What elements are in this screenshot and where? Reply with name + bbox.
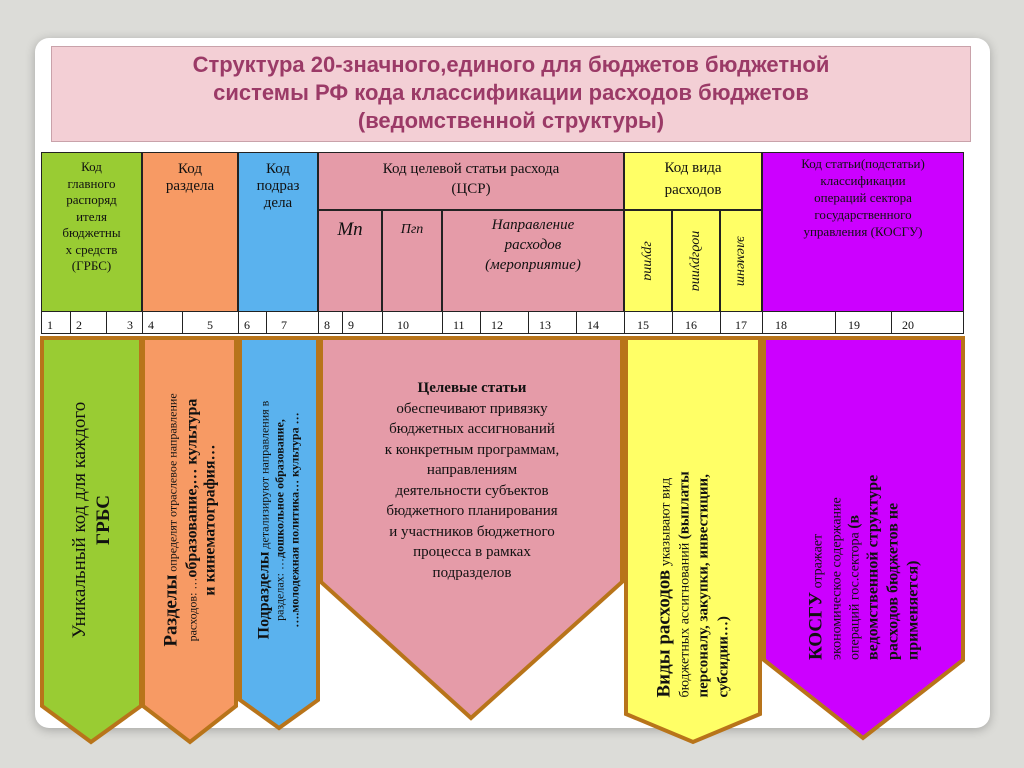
digit-number: 19 (835, 312, 891, 334)
digit-number: 3 (106, 312, 142, 334)
arrow-kosgu-text: КОСГУ отражает экономическое содержание … (805, 474, 921, 660)
header-grbs: Код главного распоряд ителя бюджетны х с… (41, 152, 142, 312)
digit-number: 8 (318, 312, 342, 334)
header-csr-pgp: Пгп (382, 210, 442, 312)
arrow-vid-text: Виды расходов указывают вид бюджетных ас… (653, 471, 732, 698)
arrow-kosgu (762, 336, 965, 741)
arrow-csr-text: Целевые статьи обеспечивают привязку бюд… (384, 380, 560, 581)
digit-number-row: 1 2 3 4 5 6 7 8 9 10 11 12 13 14 15 16 1… (41, 312, 964, 334)
digit-number: 18 (762, 312, 835, 334)
header-podrazdel: Код подраз дела (238, 152, 318, 312)
digit-number: 16 (672, 312, 720, 334)
digit-number: 4 (142, 312, 182, 334)
digit-number: 10 (382, 312, 442, 334)
header-vid-gruppa: группа (624, 210, 672, 312)
arrow-razdel-text: Разделы определят отраслевое направление… (160, 393, 218, 647)
title-line-3: (ведомственной структуры) (357, 108, 665, 133)
header-kosgu: Код статьи(подстатьи) классификации опер… (762, 152, 964, 312)
header-csr-mp: Мп (318, 210, 382, 312)
digit-number: 14 (576, 312, 624, 334)
arrow-grbs (40, 336, 143, 745)
header-csr-napravlenie: Направление расходов (мероприятие) (442, 210, 624, 312)
header-vid: Код вида расходов (624, 152, 762, 210)
digit-number: 17 (720, 312, 762, 334)
arrow-podrazdel-text: Подразделы детализируют направления в ра… (255, 400, 302, 640)
arrow-csr (319, 336, 624, 721)
arrow-razdel (141, 336, 238, 745)
title-line-2: системы РФ кода классификации расходов б… (213, 80, 809, 105)
header-csr: Код целевой статьи расхода (ЦСР) (318, 152, 624, 210)
arrow-grbs-text: Уникальный код для каждого ГРБС (68, 401, 114, 639)
arrow-podrazdel (238, 336, 320, 731)
digit-number: 1 (41, 312, 70, 334)
header-razdel: Код раздела (142, 152, 238, 312)
digit-number: 6 (238, 312, 266, 334)
arrow-vid (624, 336, 762, 745)
digit-number: 12 (480, 312, 528, 334)
title-line-1: Структура 20-значного,единого для бюджет… (192, 52, 830, 77)
digit-number: 7 (266, 312, 318, 334)
digit-number: 2 (70, 312, 106, 334)
digit-number: 5 (182, 312, 238, 334)
digit-number: 15 (624, 312, 672, 334)
header-vid-podgruppa: подгруппа (672, 210, 720, 312)
digit-number: 11 (442, 312, 480, 334)
digit-number: 20 (891, 312, 964, 334)
digit-number: 13 (528, 312, 576, 334)
slide-title: Структура 20-значного,единого для бюджет… (51, 46, 971, 142)
digit-number: 9 (342, 312, 382, 334)
header-vid-element: элемент (720, 210, 762, 312)
